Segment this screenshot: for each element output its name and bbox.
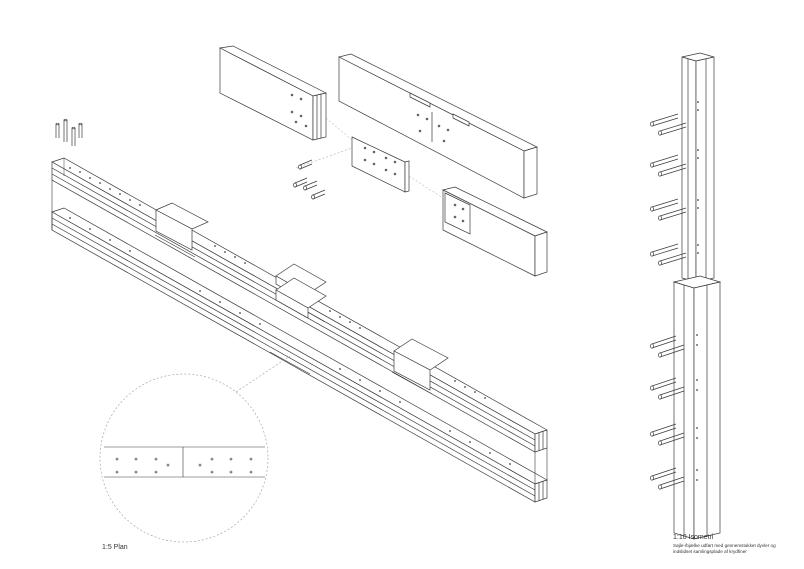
column-dowel-pair-7 <box>651 424 685 445</box>
plan-title: 1:5 Plan <box>102 544 128 551</box>
column-dowel-pair-1 <box>651 114 687 135</box>
isometric-description: Søjle-/bjælke udført med gennemstukket d… <box>673 543 776 554</box>
column-dowel-pair-5 <box>651 336 685 357</box>
beam-dowel-holes <box>69 167 511 465</box>
column-dowel-pair-2 <box>651 155 687 176</box>
column-isometric <box>674 53 720 539</box>
isometric-title: 1:10 Isometri <box>673 534 714 541</box>
explode-guide-lines <box>296 118 443 198</box>
exploded-dowels <box>294 160 325 199</box>
column-dowels <box>651 114 687 489</box>
column-holes <box>696 101 699 481</box>
assembled-connection-plates <box>156 203 448 390</box>
plan-detail-circle <box>100 374 268 542</box>
column-dowel-pair-3 <box>651 199 687 220</box>
plan-detail-leader <box>236 356 290 392</box>
column-dowel-pair-6 <box>651 378 685 399</box>
column-dowel-pair-8 <box>651 468 685 489</box>
loose-vertical-dowels <box>56 119 82 146</box>
exploded-beam-left <box>220 46 326 140</box>
exploded-connection-plate <box>352 137 409 192</box>
plan-detail <box>100 356 290 542</box>
assembled-beam-side-edges <box>52 180 547 484</box>
column-dowel-pair-4 <box>651 244 687 265</box>
exploded-beam-middle <box>339 54 537 198</box>
exploded-beam-right <box>443 187 547 276</box>
